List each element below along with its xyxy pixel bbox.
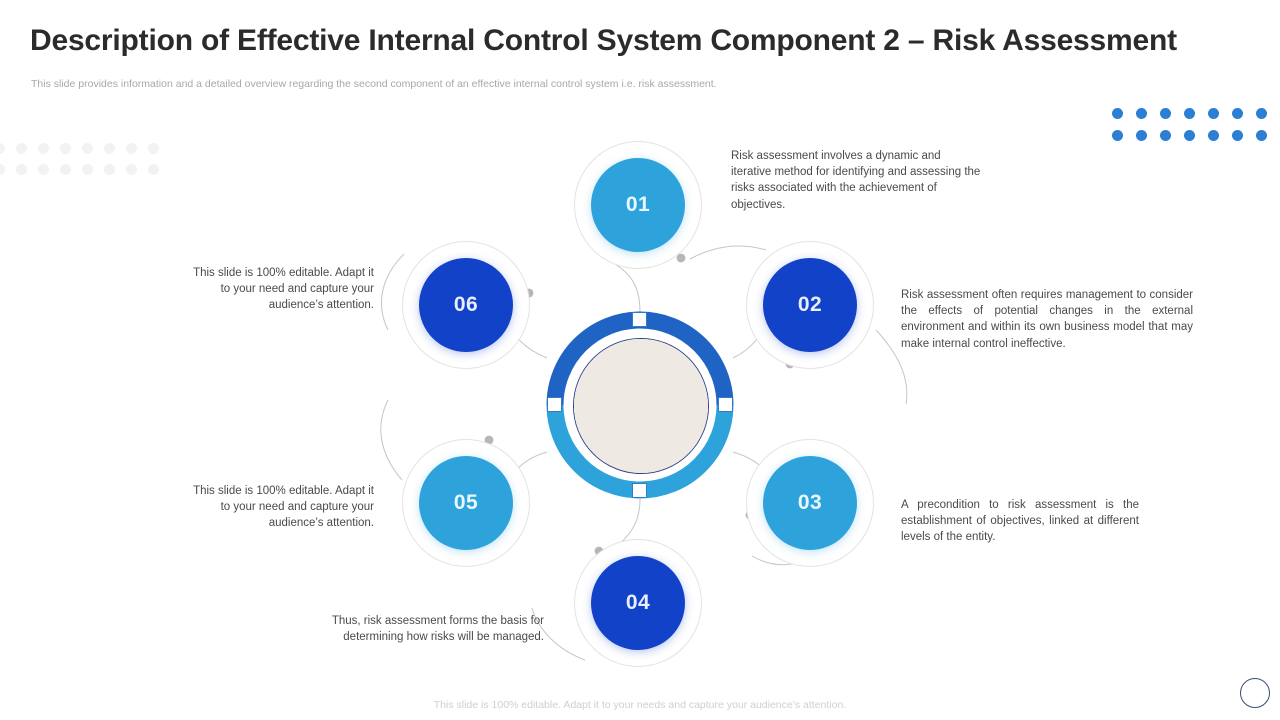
dot <box>1112 130 1123 141</box>
dot <box>126 164 137 175</box>
dot <box>104 143 115 154</box>
dot <box>1232 108 1243 119</box>
dot <box>1208 108 1219 119</box>
node-01-description: Risk assessment involves a dynamic and i… <box>731 150 981 211</box>
dot <box>60 143 71 154</box>
hub-notch-south <box>632 483 647 498</box>
dot <box>1256 130 1267 141</box>
node-05-label: 05 <box>419 456 513 550</box>
decorative-dot-grid-gray <box>0 143 170 185</box>
dot <box>1256 108 1267 119</box>
node-03-label: 03 <box>763 456 857 550</box>
dot <box>1160 130 1171 141</box>
hub-photo <box>573 338 709 474</box>
dot <box>0 164 5 175</box>
footer-note: This slide is 100% editable. Adapt it to… <box>433 699 847 711</box>
dot <box>38 164 49 175</box>
node-05-description: This slide is 100% editable. Adapt it to… <box>193 485 374 530</box>
node-01-label: 01 <box>591 158 685 252</box>
dot <box>82 143 93 154</box>
dot <box>148 143 159 154</box>
connector-dot <box>676 253 686 263</box>
node-06-label: 06 <box>419 258 513 352</box>
node-04-description: Thus, risk assessment forms the basis fo… <box>331 615 544 644</box>
dot <box>1112 108 1123 119</box>
connector-dot <box>484 435 494 445</box>
page-subtitle: This slide provides information and a de… <box>31 78 717 90</box>
center-hub <box>545 310 735 500</box>
dot <box>1184 108 1195 119</box>
hub-notch-north <box>632 312 647 327</box>
dot <box>1136 108 1147 119</box>
dot <box>1232 130 1243 141</box>
dot <box>82 164 93 175</box>
corner-circle-decoration <box>1240 678 1270 708</box>
dot <box>1184 130 1195 141</box>
page-title: Description of Effective Internal Contro… <box>30 24 1177 57</box>
node-04-label: 04 <box>591 556 685 650</box>
dot <box>16 143 27 154</box>
node-05[interactable]: 05 <box>403 440 529 566</box>
node-02[interactable]: 02 <box>747 242 873 368</box>
node-03[interactable]: 03 <box>747 440 873 566</box>
dot <box>16 164 27 175</box>
node-02-description: Risk assessment often requires managemen… <box>901 289 1193 350</box>
node-06-description: This slide is 100% editable. Adapt it to… <box>193 267 374 312</box>
node-02-label: 02 <box>763 258 857 352</box>
node-04[interactable]: 04 <box>575 540 701 666</box>
node-06[interactable]: 06 <box>403 242 529 368</box>
hub-notch-west <box>547 397 562 412</box>
dot <box>126 143 137 154</box>
hub-notch-east <box>718 397 733 412</box>
dot <box>1136 130 1147 141</box>
node-01[interactable]: 01 <box>575 142 701 268</box>
dot <box>60 164 71 175</box>
dot <box>1160 108 1171 119</box>
node-03-description: A precondition to risk assessment is the… <box>901 499 1139 544</box>
decorative-dot-grid-blue <box>1112 108 1280 152</box>
dot <box>148 164 159 175</box>
dot <box>0 143 5 154</box>
dot <box>1208 130 1219 141</box>
dot <box>104 164 115 175</box>
dot <box>38 143 49 154</box>
